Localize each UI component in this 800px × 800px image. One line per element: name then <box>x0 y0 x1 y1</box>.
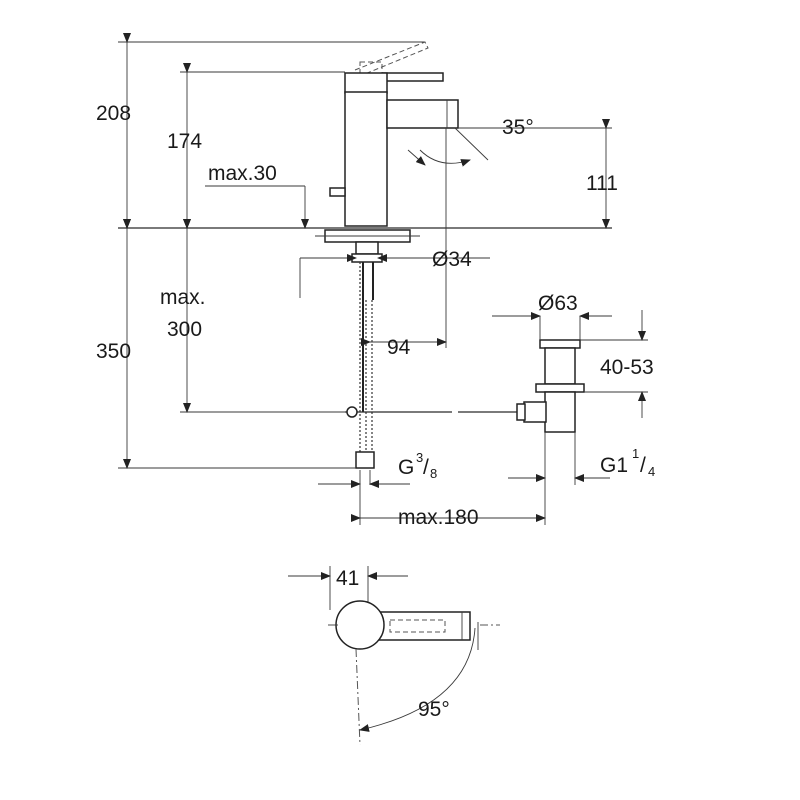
label-g114-base: G1 <box>600 454 628 477</box>
label-g38-num: 3 <box>416 450 423 465</box>
dimension-labels: 208 174 35° max.30 111 Ø34 max. 300 350 … <box>96 102 655 721</box>
dimension-lines <box>123 33 646 522</box>
label-diameter-34: Ø34 <box>432 248 472 271</box>
label-111: 111 <box>586 172 618 195</box>
label-diameter-63: Ø63 <box>538 292 578 315</box>
label-g38-den: 8 <box>430 466 437 481</box>
label-g38-base: G <box>398 456 414 479</box>
waste-fitting <box>359 316 648 525</box>
label-35-degree: 35° <box>502 116 534 139</box>
label-max300-line1: max. <box>160 286 206 309</box>
faucet-elevation-view <box>118 41 612 469</box>
label-g114-den: 4 <box>648 464 655 479</box>
label-208: 208 <box>96 102 131 125</box>
label-94: 94 <box>387 336 411 359</box>
label-41: 41 <box>336 567 359 590</box>
label-max300-line2: 300 <box>167 318 202 341</box>
label-174: 174 <box>167 130 202 153</box>
label-g114-slash: / <box>640 454 646 477</box>
label-max180: max.180 <box>398 506 479 529</box>
faucet-top-view <box>288 566 500 746</box>
label-g38-slash: / <box>423 456 429 479</box>
label-max30: max.30 <box>208 162 277 185</box>
label-g114-num: 1 <box>632 446 639 461</box>
label-95-degree: 95° <box>418 698 450 721</box>
label-350: 350 <box>96 340 131 363</box>
label-40-53: 40-53 <box>600 356 654 379</box>
